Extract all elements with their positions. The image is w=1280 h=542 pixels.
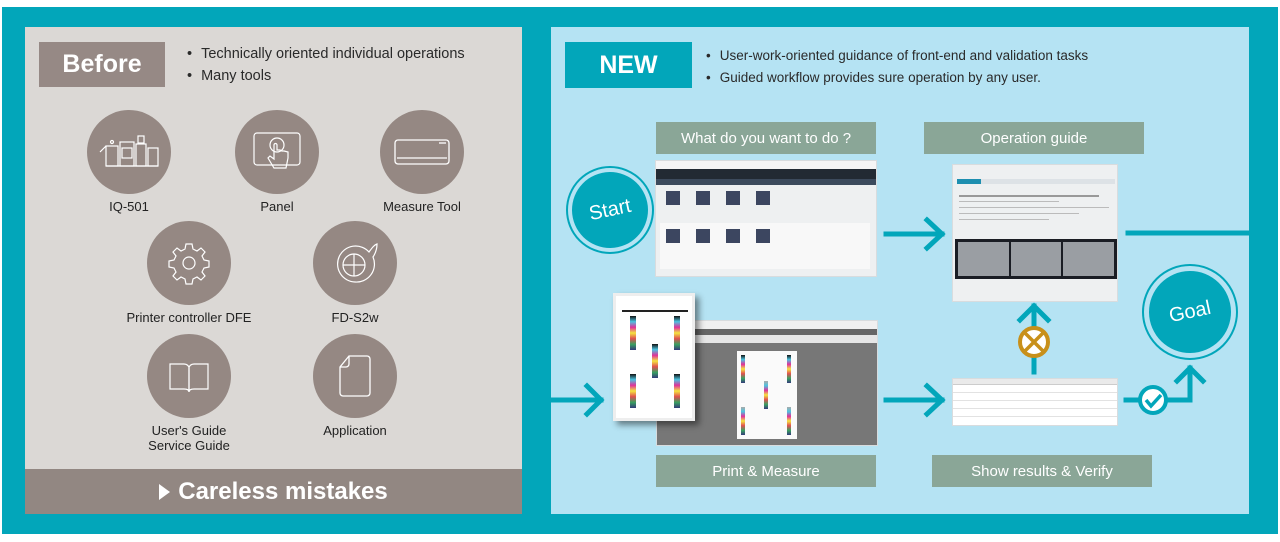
step-what-to-do: What do you want to do ?	[656, 122, 876, 154]
before-bullets: Technically oriented individual operatio…	[187, 43, 465, 87]
printer-system-icon	[87, 110, 171, 194]
tool-label: Application	[323, 423, 387, 438]
document-icon	[313, 334, 397, 418]
tool-panel: Panel	[187, 110, 367, 214]
goal-marker: Goal	[1141, 263, 1239, 361]
tool-printer-controller: Printer controller DFE	[99, 221, 279, 325]
tool-guides: User's Guide Service Guide	[99, 334, 279, 453]
new-bullet: Guided workflow provides sure operation …	[706, 67, 1088, 89]
touch-panel-icon	[235, 110, 319, 194]
measure-device-icon	[380, 110, 464, 194]
before-bullet: Technically oriented individual operatio…	[187, 43, 465, 65]
tool-label: Panel	[260, 199, 294, 214]
before-bullet: Many tools	[187, 65, 465, 87]
tool-label: FD-S2w	[331, 310, 379, 325]
book-icon	[147, 334, 231, 418]
spectrophotometer-icon	[313, 221, 397, 305]
tool-label-line: User's Guide	[151, 423, 227, 438]
before-badge: Before	[39, 42, 165, 87]
tool-label: User's Guide Service Guide	[148, 423, 230, 453]
printed-chart-sheet	[613, 293, 695, 421]
tool-label: IQ-501	[109, 199, 149, 214]
gear-icon	[147, 221, 231, 305]
careless-mistakes-bar: Careless mistakes	[25, 469, 522, 514]
start-label: Start	[586, 194, 633, 225]
operation-guide-screenshot	[952, 164, 1118, 302]
results-table-screenshot	[952, 378, 1118, 426]
menu-screenshot	[655, 160, 877, 277]
tool-fd-s2w: FD-S2w	[265, 221, 445, 325]
step-operation-guide: Operation guide	[924, 122, 1144, 154]
new-badge: NEW	[565, 42, 692, 88]
careless-mistakes-text: Careless mistakes	[178, 477, 388, 505]
new-bullet: User-work-oriented guidance of front-end…	[706, 45, 1088, 67]
tool-label: Measure Tool	[383, 199, 461, 214]
tool-label-line: Service Guide	[148, 438, 230, 453]
step-print-measure: Print & Measure	[656, 455, 876, 487]
tool-label: Printer controller DFE	[126, 310, 252, 325]
new-bullets: User-work-oriented guidance of front-end…	[706, 45, 1088, 89]
tool-measure-tool: Measure Tool	[332, 110, 512, 214]
before-panel	[25, 27, 522, 514]
triangle-right-icon	[159, 483, 171, 500]
goal-label: Goal	[1166, 296, 1213, 327]
start-marker: Start	[564, 164, 656, 256]
tool-application: Application	[265, 334, 445, 438]
step-show-results: Show results & Verify	[932, 455, 1152, 487]
tool-iq-501: IQ-501	[39, 110, 219, 214]
